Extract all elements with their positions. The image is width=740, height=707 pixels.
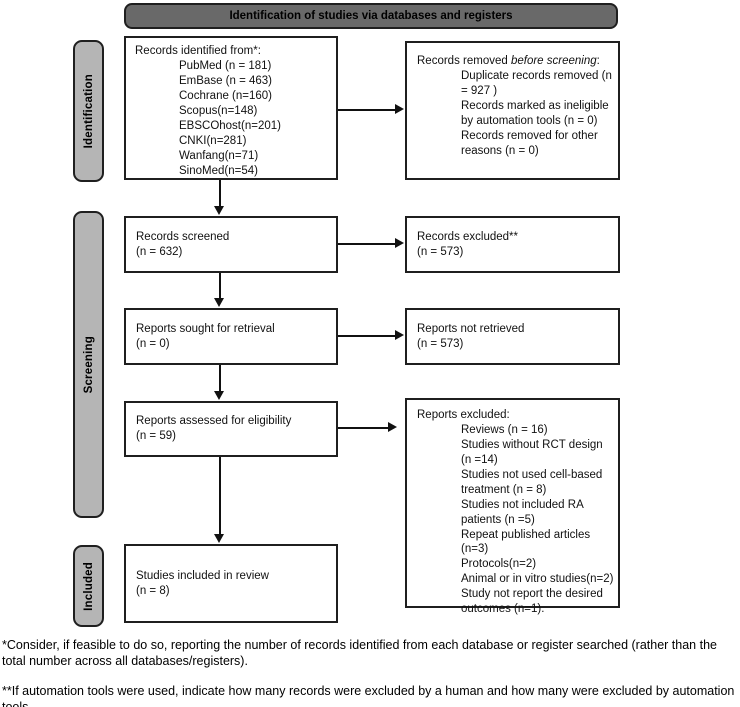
box-reports-excluded: Reports excluded: Reviews (n = 16) Studie…: [405, 398, 620, 615]
records-excluded-label: Records excluded**: [417, 230, 519, 243]
records-identified-items: PubMed (n = 181) EmBase (n = 463) Cochrane…: [135, 59, 332, 179]
removed-reason-item: Records marked as ineligible by automati…: [461, 99, 609, 127]
header-title: Identification of studies via databases …: [229, 10, 513, 22]
arrow-assessed-to-included: [215, 457, 223, 543]
reports-excluded-items: Reviews (n = 16) Studies without RCT desi…: [417, 423, 614, 617]
box-records-screened: Records screened (n = 632): [124, 216, 338, 273]
excluded-reason-item: Studies not used cell-based treatment (n…: [461, 468, 603, 496]
stage-label-identification: Identification: [73, 40, 104, 182]
studies-included-label: Studies included in review: [136, 569, 269, 582]
records-screened-label: Records screened: [136, 230, 230, 243]
arrow-assessed-to-excluded: [338, 423, 397, 431]
stage-label-screening: Screening: [73, 211, 104, 518]
database-count-item: SinoMed(n=54): [179, 164, 258, 177]
arrow-screened-to-sought: [215, 273, 223, 307]
box-studies-included: Studies included in review (n = 8): [124, 544, 338, 623]
removed-reason-item: Records removed for other reasons (n = 0…: [461, 129, 598, 157]
reports-not-retrieved-label: Reports not retrieved: [417, 322, 525, 335]
reports-assessed-label: Reports assessed for eligibility: [136, 415, 292, 428]
stage-label-included-text: Included: [82, 561, 95, 611]
excluded-reason-item: Reviews (n = 16): [461, 423, 548, 436]
records-identified-title: Records identified from*:: [135, 45, 261, 57]
box-reports-not-retrieved: Reports not retrieved (n = 573): [405, 308, 620, 365]
box-reports-sought: Reports sought for retrieval (n = 0): [124, 308, 338, 365]
removed-reason-item: Duplicate records removed (n = 927 ): [461, 69, 612, 97]
stage-label-included: Included: [73, 545, 104, 627]
excluded-reason-item: Protocols(n=2): [461, 558, 537, 571]
database-count-item: CNKI(n=281): [179, 134, 247, 147]
arrow-screened-to-excluded: [338, 239, 404, 247]
arrow-identified-to-screened: [215, 180, 223, 215]
records-removed-title: Records removed before screening:: [417, 55, 600, 67]
reports-not-retrieved-count: (n = 573): [417, 337, 464, 350]
box-reports-assessed: Reports assessed for eligibility (n = 59…: [124, 401, 338, 457]
records-excluded-count: (n = 573): [417, 245, 464, 258]
arrow-sought-to-assessed: [215, 365, 223, 400]
box-records-removed: Records removed before screening: Duplic…: [405, 41, 620, 180]
database-count-item: Scopus(n=148): [179, 104, 258, 117]
box-records-identified: Records identified from*: PubMed (n = 18…: [124, 36, 338, 180]
database-count-item: Wanfang(n=71): [179, 149, 259, 162]
records-removed-items: Duplicate records removed (n = 927 )Reco…: [417, 69, 614, 159]
box-records-excluded: Records excluded** (n = 573): [405, 216, 620, 273]
reports-sought-count: (n = 0): [136, 337, 170, 350]
excluded-reason-item: Animal or in vitro studies(n=2): [461, 573, 614, 586]
excluded-reason-item: Studies not included RA patients (n =5): [461, 498, 584, 526]
stage-label-identification-text: Identification: [82, 73, 95, 149]
arrow-identified-to-removed: [338, 105, 404, 113]
footnote-asterisk: *Consider, if feasible to do so, reporti…: [2, 638, 717, 669]
excluded-reason-item: Repeat published articles (n=3): [461, 528, 591, 556]
database-count-item: EmBase (n = 463): [179, 74, 273, 87]
excluded-reason-item: Study not report the desired outcomes (n…: [461, 588, 603, 616]
reports-assessed-count: (n = 59): [136, 430, 176, 442]
excluded-reason-item: Studies without RCT design (n =14): [461, 438, 603, 466]
reports-excluded-title: Reports excluded:: [417, 409, 510, 421]
studies-included-count: (n = 8): [136, 584, 170, 597]
stage-label-screening-text: Screening: [82, 335, 95, 394]
footnote-double-asterisk: **If automation tools were used, indicat…: [2, 683, 735, 707]
arrow-sought-to-not-retrieved: [338, 331, 404, 339]
records-screened-count: (n = 632): [136, 245, 183, 258]
database-count-item: EBSCOhost(n=201): [179, 119, 281, 132]
header-banner: Identification of studies via databases …: [124, 3, 618, 29]
reports-sought-label: Reports sought for retrieval: [136, 322, 275, 335]
database-count-item: Cochrane (n=160): [179, 89, 273, 102]
footnotes: *Consider, if feasible to do so, reporti…: [2, 637, 739, 707]
database-count-item: PubMed (n = 181): [179, 59, 272, 72]
